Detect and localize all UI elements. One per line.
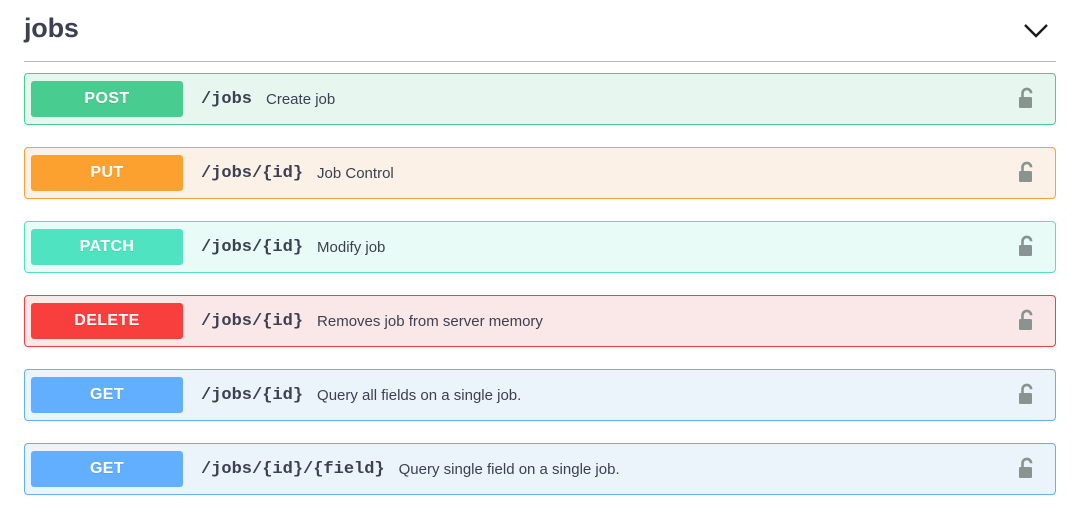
method-badge-post: POST	[31, 81, 183, 117]
operation-summary: Modify job	[317, 238, 386, 256]
operation-summary: Create job	[266, 90, 336, 108]
operation-row-patch-jobs-id[interactable]: PATCH /jobs/{id} Modify job	[24, 221, 1056, 273]
operation-row-delete-jobs-id[interactable]: DELETE /jobs/{id} Removes job from serve…	[24, 295, 1056, 347]
operation-summary: Removes job from server memory	[317, 312, 543, 330]
page-title: jobs	[24, 13, 79, 43]
operation-path: /jobs/{id}	[201, 163, 304, 183]
method-badge-get: GET	[31, 451, 183, 487]
chevron-down-icon[interactable]	[1016, 11, 1056, 51]
unlocked-padlock-icon[interactable]	[1015, 309, 1039, 333]
method-badge-patch: PATCH	[31, 229, 183, 265]
operation-path: /jobs/{id}	[201, 237, 304, 257]
method-badge-get: GET	[31, 377, 183, 413]
operation-summary: Job Control	[317, 164, 394, 182]
operation-row-put-jobs-id[interactable]: PUT /jobs/{id} Job Control	[24, 147, 1056, 199]
unlocked-padlock-icon[interactable]	[1015, 161, 1039, 185]
unlocked-padlock-icon[interactable]	[1015, 383, 1039, 407]
unlocked-padlock-icon[interactable]	[1015, 87, 1039, 111]
operation-path: /jobs/{id}/{field}	[201, 459, 385, 479]
method-badge-put: PUT	[31, 155, 183, 191]
operation-path: /jobs/{id}	[201, 311, 304, 331]
method-badge-delete: DELETE	[31, 303, 183, 339]
operation-summary: Query all fields on a single job.	[317, 386, 522, 404]
operation-row-post-jobs[interactable]: POST /jobs Create job	[24, 73, 1056, 125]
operation-list: POST /jobs Create job PUT /jobs/{id} Job…	[0, 62, 1080, 495]
operation-path: /jobs	[201, 89, 253, 109]
unlocked-padlock-icon[interactable]	[1015, 457, 1039, 481]
operation-path: /jobs/{id}	[201, 385, 304, 405]
unlocked-padlock-icon[interactable]	[1015, 235, 1039, 259]
operation-row-get-jobs-id[interactable]: GET /jobs/{id} Query all fields on a sin…	[24, 369, 1056, 421]
operation-summary: Query single field on a single job.	[398, 460, 620, 478]
tag-header-jobs[interactable]: jobs	[24, 0, 1056, 62]
operation-row-get-jobs-id-field[interactable]: GET /jobs/{id}/{field} Query single fiel…	[24, 443, 1056, 495]
